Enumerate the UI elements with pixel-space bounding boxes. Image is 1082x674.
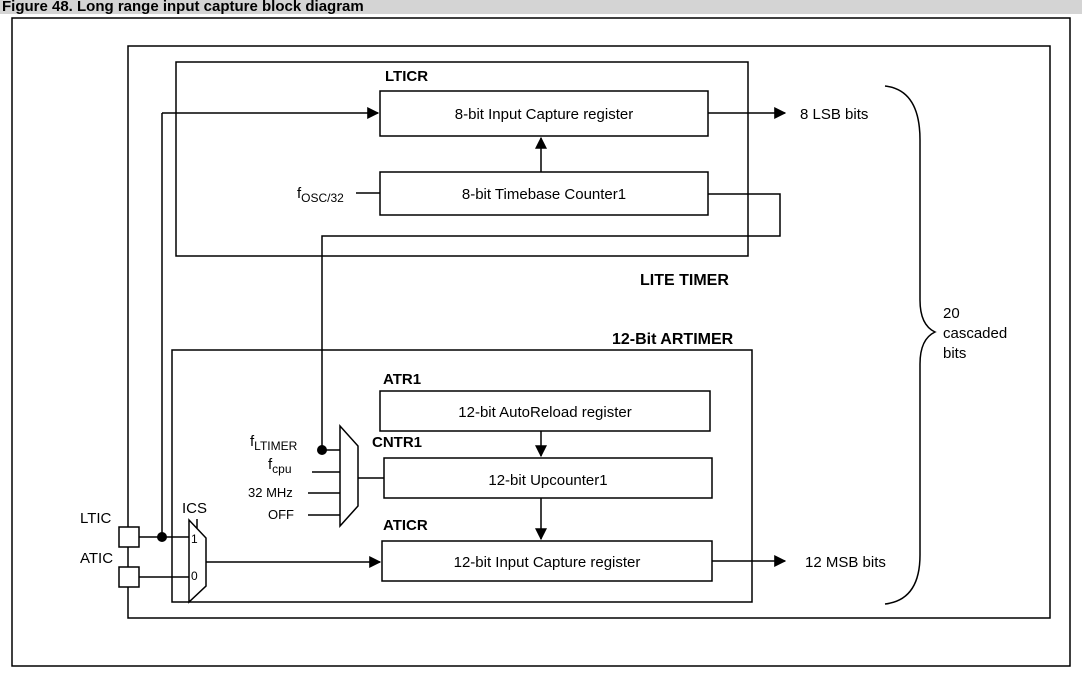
msb-output-label: 12 MSB bits <box>805 554 886 571</box>
lite-capture-register-label: 8-bit Input Capture register <box>455 106 633 123</box>
clock-source-mux <box>339 424 359 528</box>
clock-source-cpu: fcpu <box>268 456 292 476</box>
cascade-line-1: 20 <box>943 305 960 322</box>
lite-timer-label: LITE TIMER <box>640 272 729 289</box>
figure-title: Figure 48. Long range input capture bloc… <box>2 0 364 15</box>
ics-mux-input-1: 1 <box>191 532 198 546</box>
timebase-counter-label: 8-bit Timebase Counter1 <box>462 186 626 203</box>
clock-source-ltimer: fLTIMER <box>250 433 298 453</box>
ics-mux-input-0: 0 <box>191 569 198 583</box>
autoreload-register-label: 12-bit AutoReload register <box>458 404 631 421</box>
cntr1-label: CNTR1 <box>372 434 422 451</box>
artimer-capture-register-label: 12-bit Input Capture register <box>454 554 641 571</box>
enclosure-frame <box>127 45 1051 619</box>
lsb-output-label: 8 LSB bits <box>800 106 868 123</box>
atic-pin <box>118 566 140 588</box>
clock-source-off: OFF <box>268 507 294 522</box>
autoreload-register <box>379 390 711 432</box>
lite-capture-register <box>379 90 709 137</box>
atic-pin-label: ATIC <box>80 550 113 567</box>
artimer-capture-register <box>381 540 713 582</box>
cascade-brace <box>884 85 937 605</box>
lticr-label: LTICR <box>385 68 428 85</box>
outer-frame <box>11 17 1071 667</box>
fosc-clock-label: fOSC/32 <box>297 185 344 205</box>
ltic-pin <box>118 526 140 548</box>
aticr-label: ATICR <box>383 517 428 534</box>
lite-timer-frame <box>175 61 749 257</box>
ics-label: ICS <box>182 500 207 517</box>
ltic-pin-label: LTIC <box>80 510 112 527</box>
clock-source-32mhz: 32 MHz <box>248 485 293 500</box>
artimer-frame <box>171 349 753 603</box>
ics-mux <box>188 518 207 604</box>
cascade-line-3: bits <box>943 345 966 362</box>
cascade-line-2: cascaded <box>943 325 1007 342</box>
ltimer-clock-path <box>321 193 781 450</box>
caption-bar <box>0 0 1082 14</box>
upcounter-label: 12-bit Upcounter1 <box>488 472 607 489</box>
artimer-label: 12-Bit ARTIMER <box>612 331 734 348</box>
atr1-label: ATR1 <box>383 371 421 388</box>
upcounter <box>383 457 713 499</box>
